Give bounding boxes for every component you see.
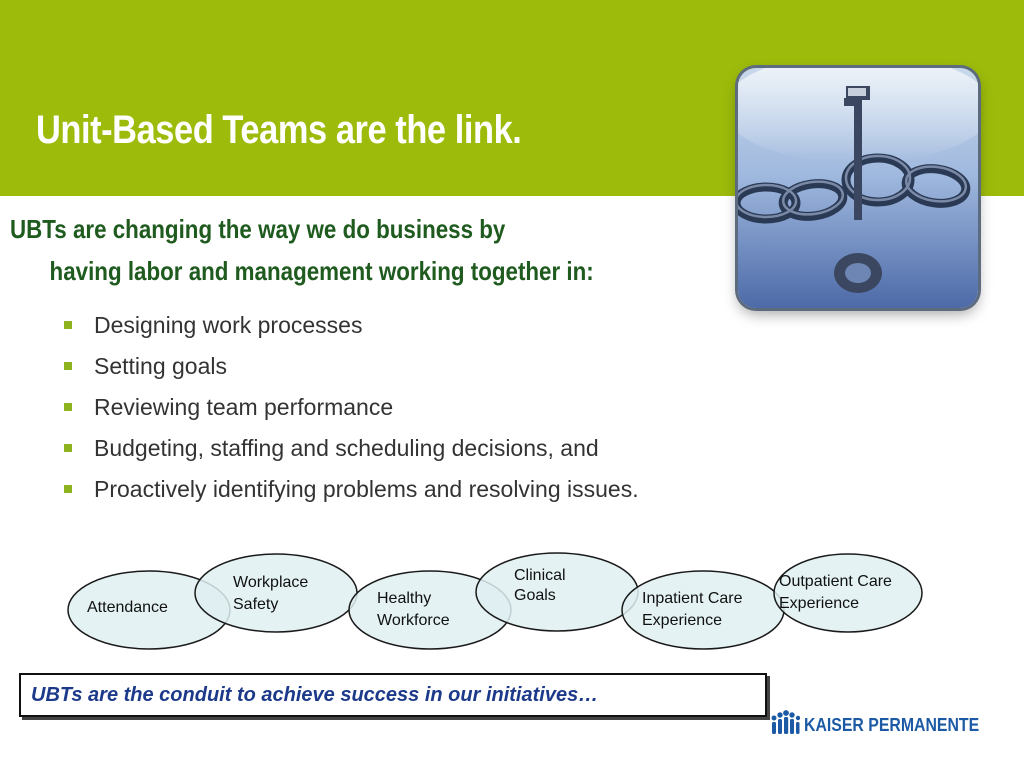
bullet-square-icon: [64, 321, 72, 329]
oval-outpatient-care: [773, 553, 923, 633]
logo-text: KAISER PERMANENTE: [804, 715, 980, 735]
oval-label-line: Inpatient Care: [642, 590, 743, 607]
bullet-square-icon: [64, 362, 72, 370]
ovals-svg: [67, 552, 923, 650]
oval-label-line: Experience: [779, 595, 860, 612]
oval-label-line: Goals: [514, 587, 556, 604]
bullet-item: Budgeting, staffing and scheduling decis…: [62, 435, 762, 461]
oval-label-outpatient-care: Outpatient Care Experience: [779, 571, 892, 615]
bullet-text: Setting goals: [94, 353, 227, 379]
oval-label-inpatient-care: Inpatient Care Experience: [642, 588, 743, 632]
bullet-list: Designing work processes Setting goals R…: [62, 312, 762, 517]
bullet-item: Setting goals: [62, 353, 762, 379]
kp-people-icon: [771, 710, 800, 734]
oval-label-clinical-goals: Clinical Goals: [514, 566, 566, 606]
slide-title: Unit-Based Teams are the link.: [36, 108, 522, 152]
bullet-text: Designing work processes: [94, 312, 363, 338]
bullet-square-icon: [64, 403, 72, 411]
key-chain-image: [738, 68, 978, 308]
oval-label-line: Workplace: [233, 574, 309, 591]
oval-label-workplace-safety: Workplace Safety: [233, 572, 308, 616]
bullet-text: Budgeting, staffing and scheduling decis…: [94, 435, 599, 461]
lead-statement: UBTs are changing the way we do business…: [10, 208, 784, 292]
initiative-ovals: Attendance Workplace Safety Healthy Work…: [0, 548, 1024, 658]
bullet-text: Reviewing team performance: [94, 394, 394, 420]
key-chain-photo: [738, 68, 978, 308]
oval-label-line: Clinical: [514, 567, 566, 584]
bullet-item: Designing work processes: [62, 312, 762, 338]
lead-line-1: UBTs are changing the way we do business…: [10, 214, 506, 244]
oval-label-attendance: Attendance: [87, 597, 168, 619]
oval-label-line: Workforce: [377, 612, 450, 629]
oval-label-line: Healthy: [377, 590, 432, 607]
oval-label-line: Safety: [233, 596, 279, 613]
conduit-callout-box: UBTs are the conduit to achieve success …: [19, 673, 767, 717]
oval-label-healthy-workforce: Healthy Workforce: [377, 588, 450, 632]
bullet-item: Proactively identifying problems and res…: [62, 476, 762, 502]
lead-line-2: having labor and management working toge…: [49, 256, 594, 286]
oval-label-line: Outpatient Care: [779, 573, 892, 590]
bullet-text: Proactively identifying problems and res…: [94, 476, 639, 502]
conduit-text: UBTs are the conduit to achieve success …: [31, 684, 599, 706]
bullet-item: Reviewing team performance: [62, 394, 762, 420]
oval-label-line: Attendance: [87, 599, 168, 616]
bullet-square-icon: [64, 444, 72, 452]
kaiser-permanente-logo: KAISER PERMANENTE: [770, 710, 1010, 740]
oval-label-line: Experience: [642, 612, 723, 629]
bullet-square-icon: [64, 485, 72, 493]
